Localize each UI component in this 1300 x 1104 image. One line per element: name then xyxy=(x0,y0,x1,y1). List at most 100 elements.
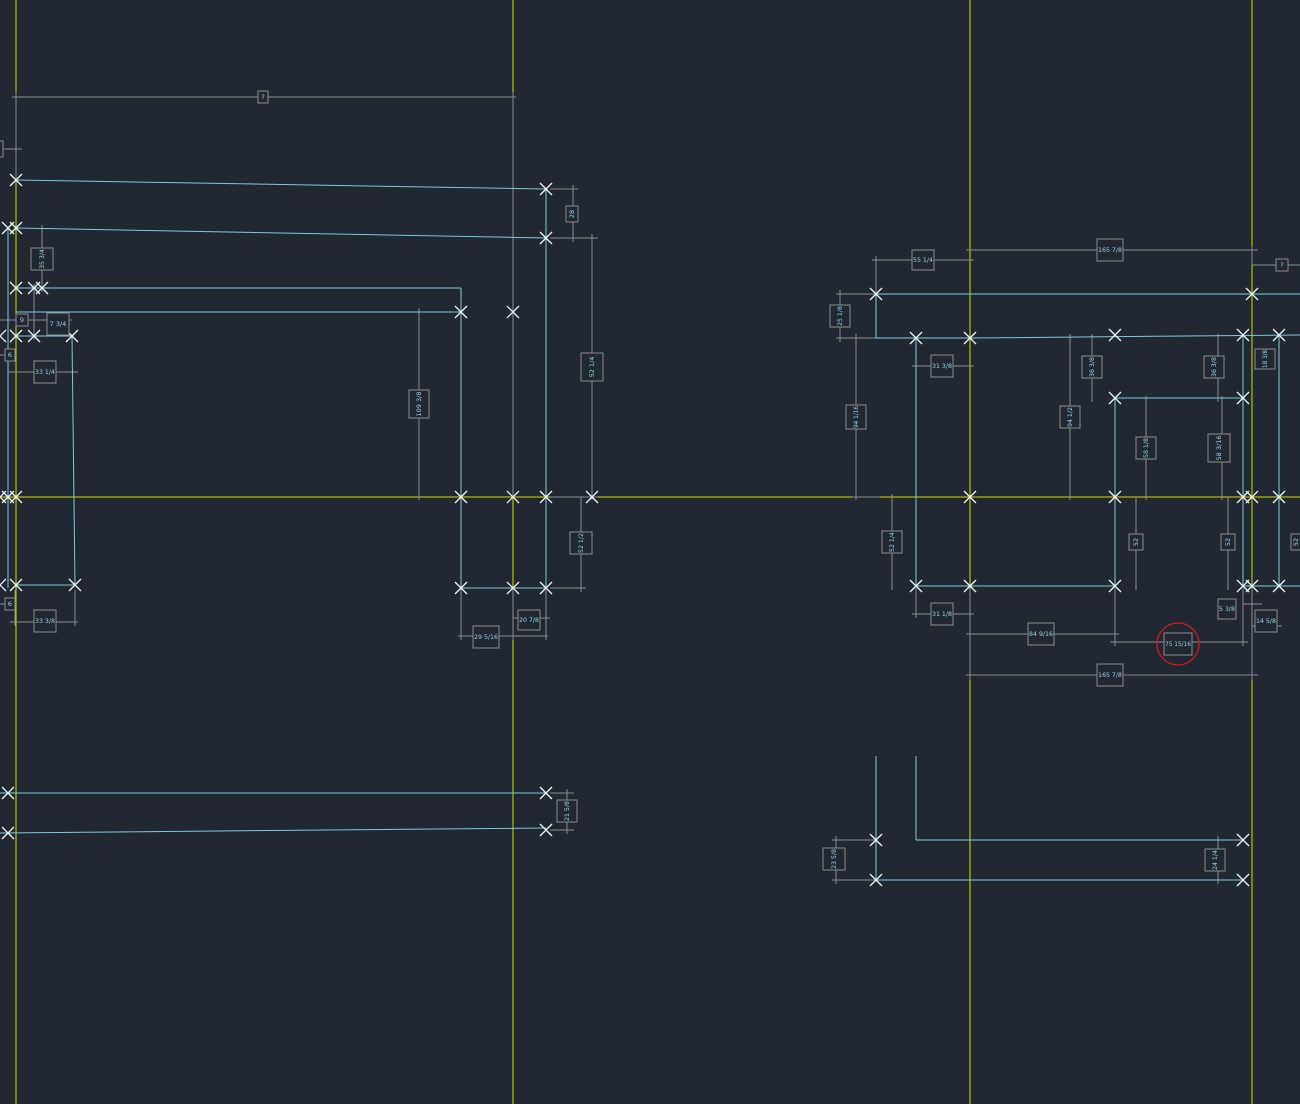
part-edge xyxy=(71,335,76,586)
dimension-label[interactable]: 33 3/8 xyxy=(33,609,57,633)
dimension-label-box xyxy=(911,249,935,271)
dimension-label-box xyxy=(930,602,954,626)
dimension-label[interactable]: 21 5/8 xyxy=(556,799,578,823)
vertex-marker xyxy=(68,578,82,592)
dimension-label-text: 14 5/8 xyxy=(1256,617,1276,625)
dimension-label[interactable]: 84 9/16 xyxy=(1027,622,1055,646)
part-edge xyxy=(969,334,1300,339)
part-outlines xyxy=(0,179,1300,881)
dimension-label-box xyxy=(930,354,954,378)
dimension-label[interactable]: 23 5/8 xyxy=(822,847,846,871)
part-edge xyxy=(15,227,547,239)
dimension-label-text: 18 3/8 xyxy=(1261,350,1269,368)
dimension-label[interactable]: 31 3/8 xyxy=(930,354,954,378)
part-edge xyxy=(0,827,547,834)
dimension-label[interactable]: 9 xyxy=(15,313,29,327)
vertex-markers xyxy=(0,173,1286,887)
dimension-label-box xyxy=(33,609,57,633)
vertex-marker xyxy=(869,873,883,887)
dimension-label[interactable]: 29 5/16 xyxy=(472,625,500,649)
vertex-marker xyxy=(539,823,553,837)
dimension-label[interactable]: 52 xyxy=(1290,533,1300,551)
vertex-marker xyxy=(0,335,7,343)
vertex-marker xyxy=(539,490,553,504)
vertex-marker xyxy=(1236,490,1250,504)
dimension-label-box xyxy=(1217,598,1237,620)
dimension-label[interactable]: 35 3/4 xyxy=(30,247,54,271)
dimension-label[interactable]: 52 1/4 xyxy=(881,530,903,554)
vertex-marker xyxy=(9,329,23,343)
vertex-marker xyxy=(1245,490,1259,504)
dimension-label[interactable]: 165 7/8 xyxy=(1096,663,1124,687)
dimension-label-text: 52 1/4 xyxy=(588,357,596,378)
dimension-label[interactable]: 28 xyxy=(565,205,579,223)
dimension-label-box xyxy=(517,609,541,631)
dimension-label-text: 36 3/8 xyxy=(1088,357,1096,377)
dimension-label-text: 84 9/16 xyxy=(1029,630,1053,638)
dimension-label[interactable]: ? xyxy=(257,90,269,104)
dimension-labels: ? 28 35 3/4 9 7 3/4 6 33 1/4 109 3/8 52 1/4 52 1/… xyxy=(0,90,1300,872)
vertex-marker xyxy=(869,287,883,301)
dimension-label[interactable]: 36 3/8 xyxy=(1203,355,1225,379)
dimension-label-box xyxy=(1254,348,1276,370)
dimension-label-box xyxy=(1204,848,1226,872)
vertex-marker xyxy=(9,173,23,187)
dimension-label[interactable]: 24 1/4 xyxy=(1204,848,1226,872)
dimension-label-box xyxy=(881,530,903,554)
dimension-label[interactable]: 75 15/16 xyxy=(1163,632,1193,656)
dimension-label-box xyxy=(257,90,269,104)
dimension-label[interactable]: 58 3/16 xyxy=(1207,433,1231,463)
dimension-label-box xyxy=(30,247,54,271)
dimension-label[interactable]: 109 3/8 xyxy=(408,389,430,419)
vertex-marker xyxy=(909,331,923,345)
dimension-label-box xyxy=(1128,533,1144,551)
dimension-label-text: 52 xyxy=(1224,538,1232,546)
dimension-label[interactable]: 52 1/2 xyxy=(569,531,593,555)
dimension-label[interactable]: 7 3/4 xyxy=(46,312,70,336)
dimension-label-text: 52 1/4 xyxy=(888,532,896,552)
dimension-label-text: 58 1/8 xyxy=(1142,438,1150,458)
dimension-label[interactable]: 33 1/4 xyxy=(33,360,57,384)
dimension-label[interactable]: 36 3/8 xyxy=(1081,355,1103,379)
dimension-label[interactable]: 5 3/8 xyxy=(1217,598,1237,620)
dimension-label-text: 9 xyxy=(20,316,24,324)
dimension-label-text: 21 5/8 xyxy=(563,801,571,821)
vertex-marker xyxy=(1,826,15,840)
dimension-label[interactable] xyxy=(0,140,4,158)
dimension-label-box xyxy=(472,625,500,649)
dimension-label-box xyxy=(1290,533,1300,551)
dimension-label[interactable]: 58 1/8 xyxy=(1135,436,1157,460)
dimension-label-text: 24 1/4 xyxy=(1211,850,1219,870)
dimension-label[interactable]: 94 1/2 xyxy=(1059,405,1081,429)
vertex-marker xyxy=(1108,328,1122,342)
dimension-label-text: 165 7/8 xyxy=(1098,246,1122,254)
vertex-marker xyxy=(963,490,977,504)
vertex-marker xyxy=(1245,287,1259,301)
dimension-label[interactable]: 20 7/8 xyxy=(517,609,541,631)
vertex-marker xyxy=(585,490,599,504)
dimension-label[interactable]: ? xyxy=(1275,258,1289,272)
dimension-label[interactable]: 25 1/8 xyxy=(829,304,851,328)
dimension-label[interactable]: 52 xyxy=(1220,533,1236,551)
dimension-label-box xyxy=(33,360,57,384)
vertex-marker xyxy=(506,581,520,595)
dimension-label[interactable]: 18 3/8 xyxy=(1254,348,1276,370)
dimension-label[interactable]: 52 xyxy=(1128,533,1144,551)
dimension-label[interactable]: 6 xyxy=(4,597,16,611)
dimension-label[interactable]: 14 5/8 xyxy=(1254,609,1278,633)
vertex-marker xyxy=(1236,391,1250,405)
dimension-label[interactable]: 31 1/8 xyxy=(930,602,954,626)
dimension-label-box xyxy=(569,531,593,555)
dimension-label[interactable]: 52 1/4 xyxy=(580,352,604,382)
dimension-label[interactable]: 94 1/16 xyxy=(845,404,867,430)
vertex-marker xyxy=(454,490,468,504)
vertex-marker xyxy=(27,329,41,343)
dimension-label[interactable]: 55 1/4 xyxy=(911,249,935,271)
dimension-label-text: 109 3/8 xyxy=(415,392,423,417)
dimension-label[interactable]: 6 xyxy=(4,348,16,362)
dimension-label[interactable]: 165 7/8 xyxy=(1096,238,1124,262)
vertex-marker xyxy=(1272,328,1286,342)
dimension-label-text: 5 3/8 xyxy=(1219,605,1235,613)
